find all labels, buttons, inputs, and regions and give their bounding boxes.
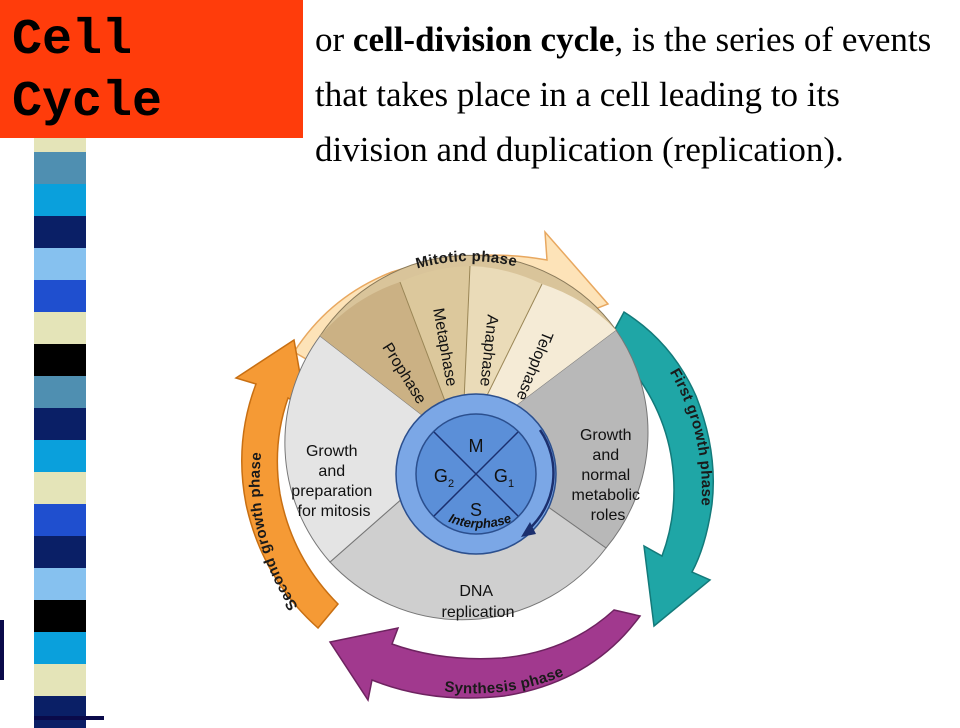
decorative-stripe	[34, 152, 86, 184]
decorative-stripe	[34, 312, 86, 344]
decorative-stripe	[34, 568, 86, 600]
decorative-stripe	[34, 440, 86, 472]
synthesis-phase-arrow	[328, 609, 642, 702]
decorative-stripe	[34, 504, 86, 536]
title-line-1: Cell	[12, 12, 133, 69]
interphase-ring-arrowhead	[521, 522, 536, 537]
g2-sector	[284, 335, 463, 563]
definition-text: or cell-division cycle, is the series of…	[315, 12, 935, 177]
g2-sector-text: Growth and preparation for mitosis	[291, 443, 376, 520]
decorative-stripe	[34, 600, 86, 632]
title-box: Cell Cycle	[0, 0, 303, 138]
decorative-stripe	[34, 376, 86, 408]
first-growth-phase-arrow	[607, 310, 715, 628]
decorative-stripe	[34, 632, 86, 664]
hub-s-label: S	[470, 500, 482, 520]
definition-prefix: or	[315, 20, 353, 59]
hub-g1-label: G1	[494, 466, 514, 490]
hub-m-label: M	[469, 436, 484, 456]
hub-g2-label: G2	[434, 466, 454, 490]
decorative-stripe	[34, 664, 86, 696]
decorative-stripe	[34, 280, 86, 312]
decorative-stripe	[34, 696, 86, 728]
edge-mark	[0, 620, 4, 680]
decorative-stripe	[34, 408, 86, 440]
s-sector-text: DNA replication	[442, 583, 515, 621]
decorative-stripe	[34, 472, 86, 504]
decorative-stripe	[34, 216, 86, 248]
decorative-stripe	[34, 536, 86, 568]
g1-sector	[461, 329, 649, 549]
decorative-stripe	[34, 248, 86, 280]
cell-cycle-diagram: Prophase Metaphase Anaphase Telophase Gr…	[234, 229, 715, 702]
prophase-wedge	[320, 282, 462, 446]
decorative-stripe	[34, 344, 86, 376]
title-line-2: Cycle	[12, 74, 163, 131]
slide-title: Cell Cycle	[12, 10, 162, 134]
decorative-stripe	[34, 184, 86, 216]
decorative-stripe-bar	[34, 120, 86, 728]
interphase-label: Interphase	[447, 510, 513, 531]
second-growth-phase-arrow	[234, 338, 340, 630]
g1-sector-text: Growth and normal metabolic roles	[572, 427, 645, 524]
interphase-ring-arrow	[527, 429, 555, 531]
definition-term: cell-division cycle	[352, 20, 615, 59]
edge-mark	[34, 716, 104, 720]
hub-divider	[433, 431, 519, 517]
definition-suffix: , is the series of events that takes pla…	[315, 20, 932, 169]
